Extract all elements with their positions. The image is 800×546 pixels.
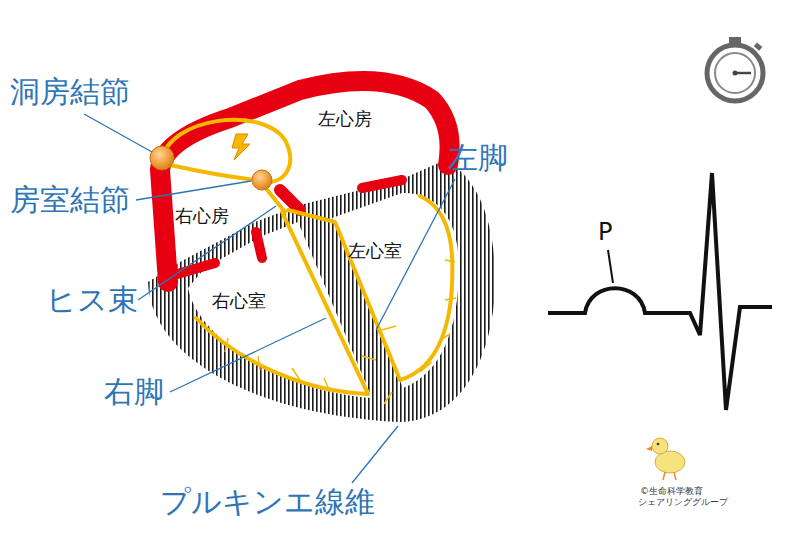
his-bundle xyxy=(264,186,285,212)
part-name: 洞房結節 xyxy=(10,74,130,110)
stopwatch-case xyxy=(707,45,763,101)
lightning-symbol xyxy=(232,134,250,160)
mascot-chick xyxy=(646,438,685,480)
chick-beak xyxy=(646,446,652,451)
atrial-wall xyxy=(160,81,450,282)
leader-line xyxy=(608,250,613,283)
chick-legs xyxy=(663,472,676,480)
atrial-pathway xyxy=(162,120,290,182)
wave-label: P xyxy=(598,218,612,247)
stopwatch-icon xyxy=(707,37,763,101)
valve-flap xyxy=(256,232,262,258)
stopwatch-pivot xyxy=(733,71,738,76)
leader-line xyxy=(84,114,152,152)
purkinje-branches xyxy=(225,260,456,404)
stopwatch-dial xyxy=(715,53,755,93)
internodal-pathway xyxy=(170,165,255,180)
copyright-watermark: シェアリンググループ xyxy=(638,497,728,508)
part-name: 右脚 xyxy=(104,374,164,410)
left-bundle xyxy=(288,196,452,380)
ecg-trace xyxy=(548,173,772,410)
leader-line xyxy=(170,318,326,392)
ventricle-wall xyxy=(148,160,495,422)
part-name: プルキンエ線維 xyxy=(160,484,375,520)
sinoatrial-node xyxy=(150,146,174,170)
chick-eye xyxy=(657,443,660,446)
chamber-name: 左心房 xyxy=(318,108,372,130)
leader-line xyxy=(138,206,276,300)
tricuspid-valve xyxy=(174,263,215,275)
part-name: 房室結節 xyxy=(10,182,130,218)
part-name: 左脚 xyxy=(448,140,508,176)
part-name: ヒス束 xyxy=(46,282,138,318)
chick-head xyxy=(652,438,668,454)
stopwatch-button xyxy=(754,43,763,51)
chamber-name: 右心室 xyxy=(212,290,266,312)
copyright-watermark: ©生命科学教育 xyxy=(640,486,703,497)
leader-lines xyxy=(84,114,455,483)
mitral-valve xyxy=(362,180,402,188)
conduction-system xyxy=(162,120,452,394)
purkinje-branch xyxy=(225,260,456,404)
atrioventricular-node xyxy=(252,170,272,190)
leader-line xyxy=(136,181,251,200)
chamber-name: 左心室 xyxy=(348,240,402,262)
chamber-name: 右心房 xyxy=(175,205,229,227)
leader-line xyxy=(352,426,398,483)
